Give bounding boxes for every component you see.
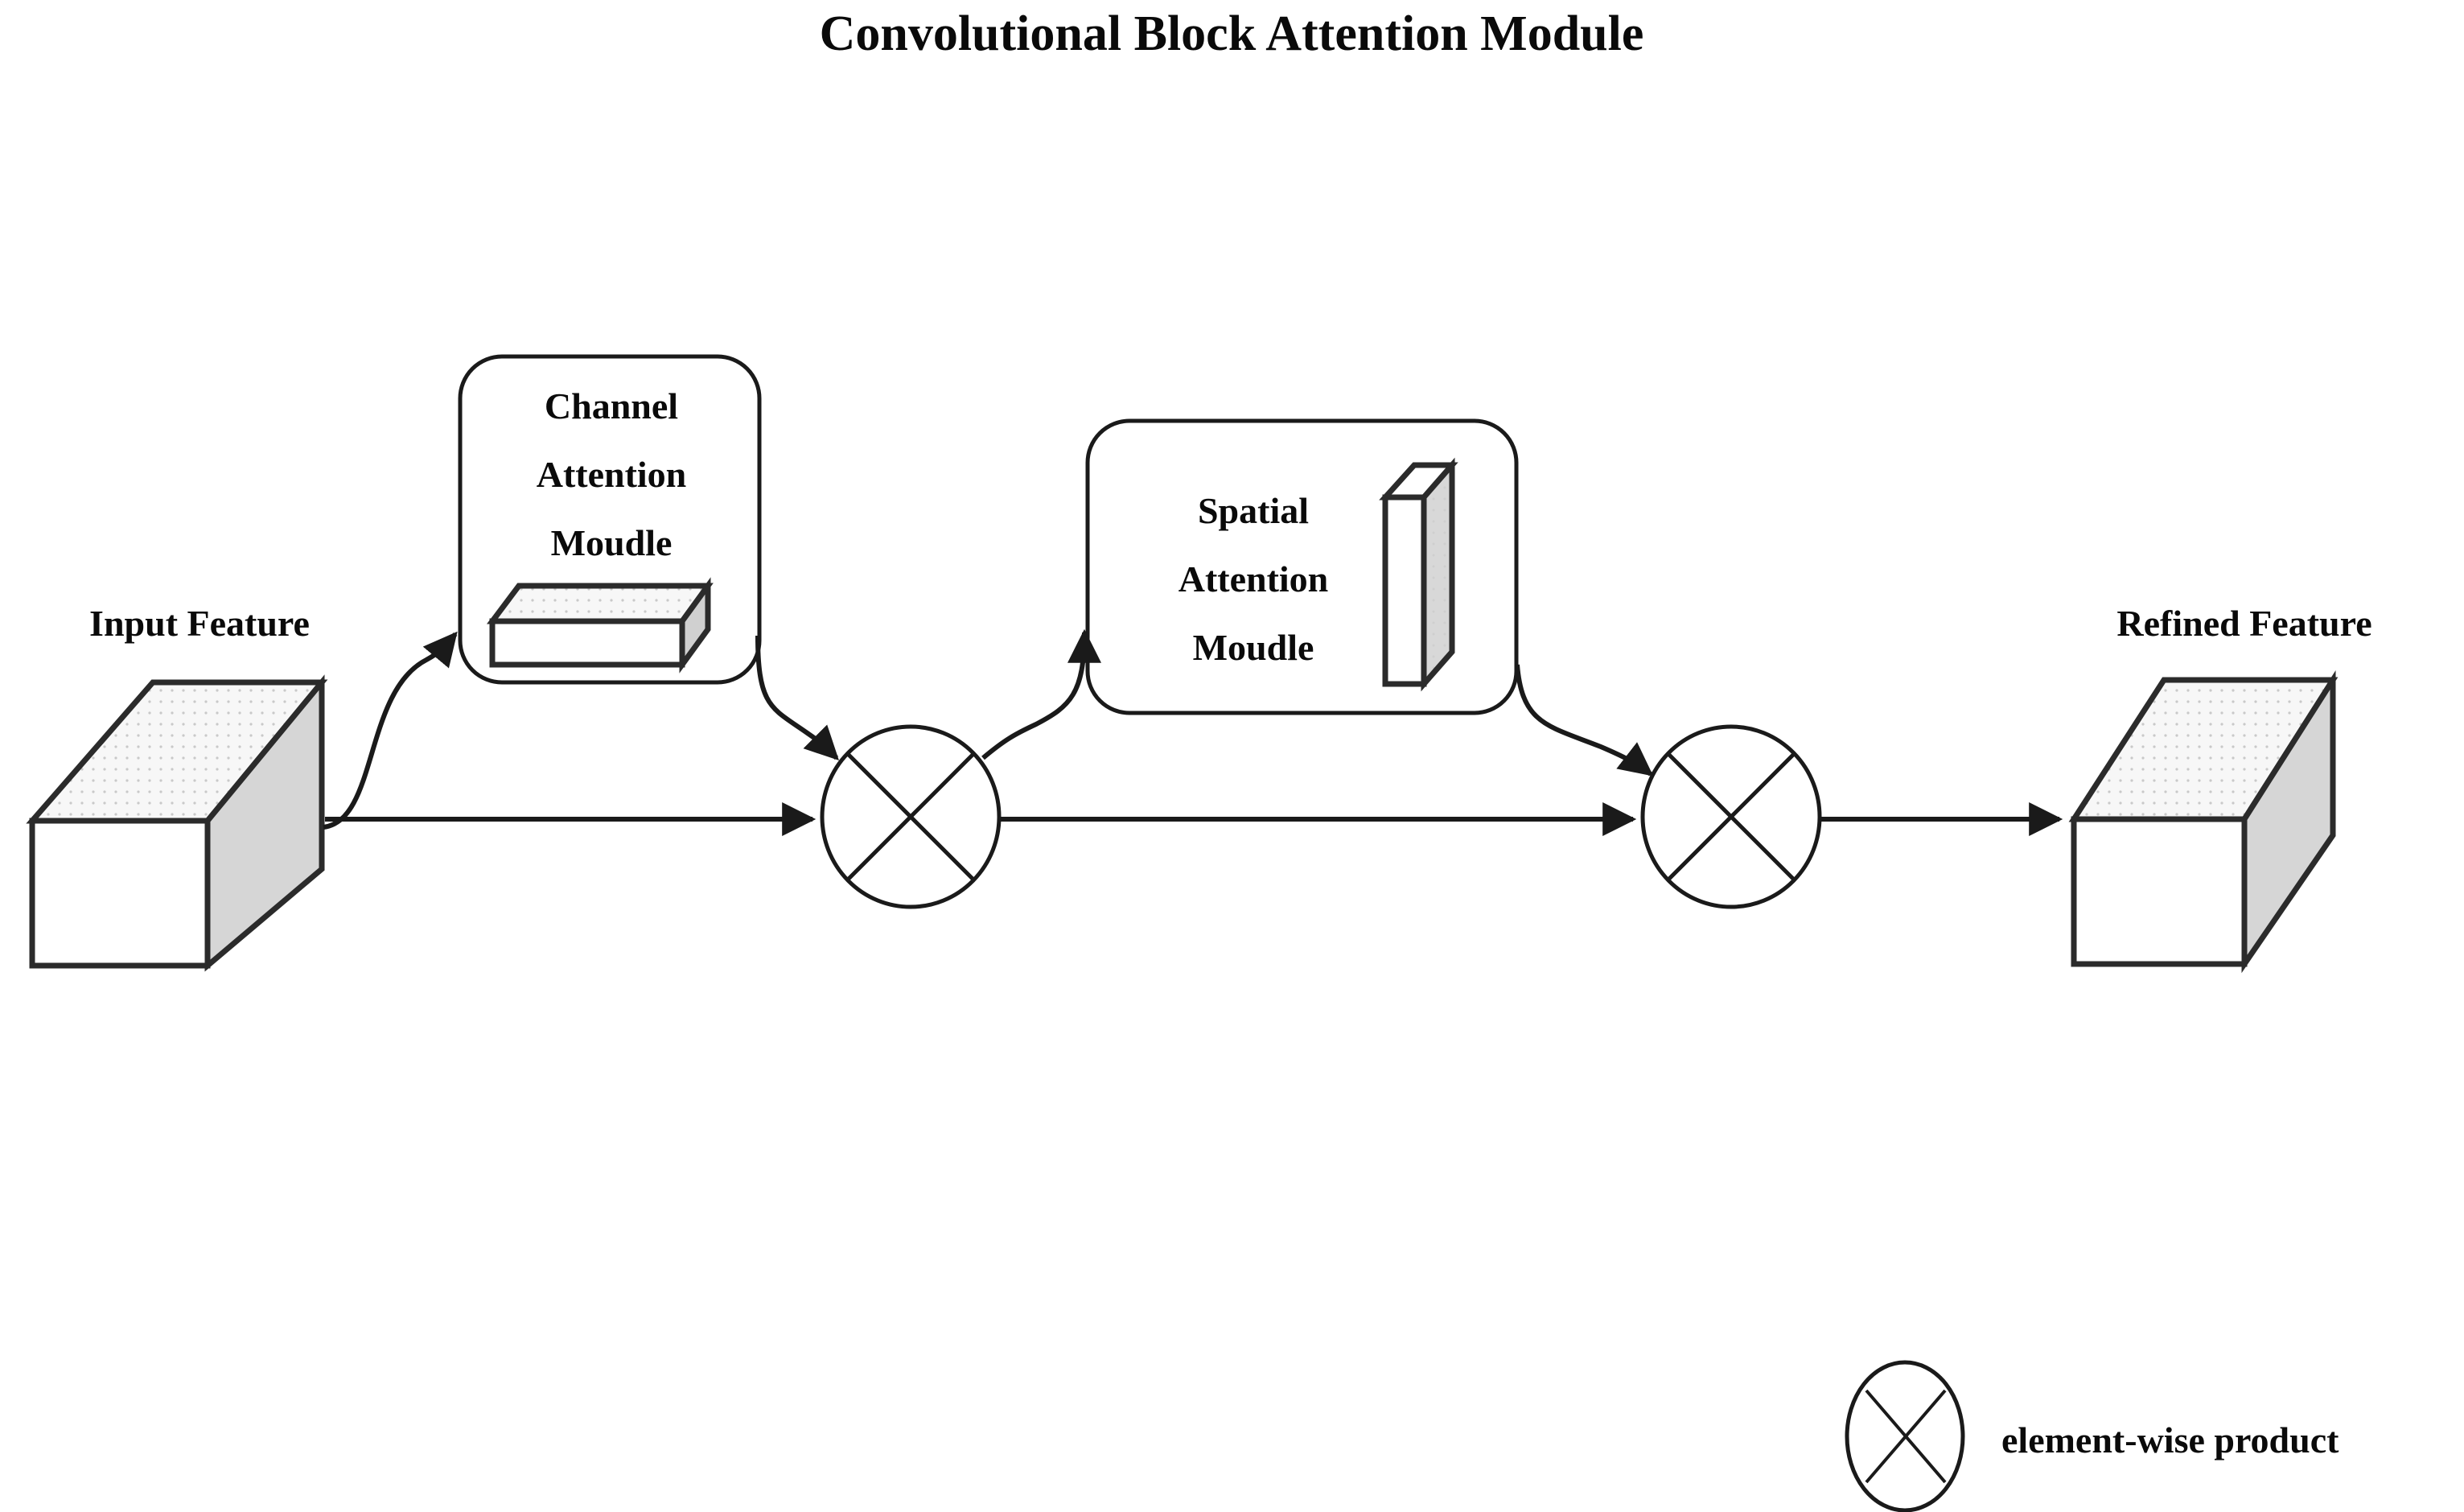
legend: element-wise product xyxy=(1845,1360,2339,1512)
channel-attention-module-box[interactable]: Channel Attention Moudle xyxy=(458,354,762,685)
channel-module-line3: Moudle xyxy=(551,522,673,563)
edge-channel-to-multiply1 xyxy=(755,635,839,760)
multiply-1-x-stroke-b xyxy=(847,753,974,880)
channel-attention-slab-icon xyxy=(487,577,714,674)
edge-input-to-channel xyxy=(323,631,458,830)
spatial-attention-module-box[interactable]: Spatial Attention Moudle xyxy=(1085,418,1519,715)
multiply-2-x-stroke-b xyxy=(1668,753,1795,880)
input-feature-node: Input Feature xyxy=(26,603,328,972)
spatial-module-line2: Attention xyxy=(1179,558,1329,599)
spatial-module-line1: Spatial xyxy=(1198,490,1309,531)
legend-multiply-icon xyxy=(1845,1360,1965,1512)
channel-module-line1: Channel xyxy=(545,385,678,426)
spatial-attention-slab-icon xyxy=(1379,457,1458,692)
channel-module-line2: Attention xyxy=(537,454,687,495)
input-feature-label: Input Feature xyxy=(89,603,310,644)
refined-feature-cube-icon xyxy=(2068,669,2339,974)
legend-x-stroke-b xyxy=(1865,1389,1947,1484)
refined-feature-label: Refined Feature xyxy=(2116,603,2371,644)
legend-label: element-wise product xyxy=(2001,1419,2339,1461)
multiply-node-1[interactable] xyxy=(820,724,1002,909)
spatial-module-line3: Moudle xyxy=(1193,627,1314,668)
input-feature-cube-icon xyxy=(26,674,328,972)
refined-feature-node: Refined Feature xyxy=(2068,603,2372,974)
page-title: Convolutional Block Attention Module xyxy=(820,6,1644,61)
edge-spatial-to-multiply2 xyxy=(1515,664,1654,777)
multiply-node-2[interactable] xyxy=(1640,724,1822,909)
edge-multiply1-to-spatial xyxy=(981,628,1101,760)
